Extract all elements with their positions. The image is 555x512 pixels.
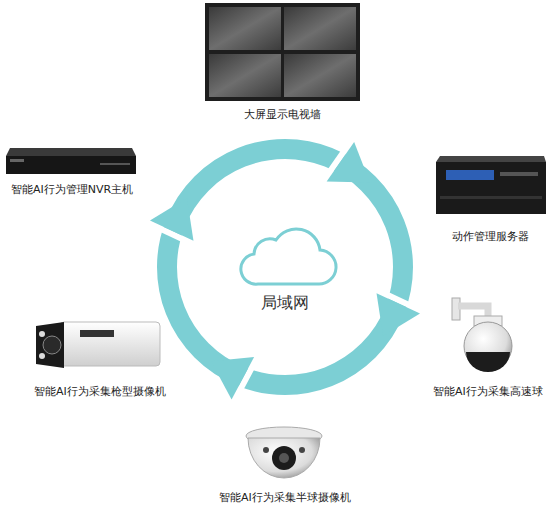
bullet-camera <box>36 322 160 368</box>
node-label: 动作管理服务器 <box>452 230 529 244</box>
device-node: 智能AI行为采集高速球 <box>433 385 543 399</box>
node-label: 智能AI行为采集枪型摄像机 <box>34 385 166 399</box>
device-node: 大屏显示电视墙 <box>244 108 321 122</box>
dome-camera <box>246 427 322 478</box>
device-node: 智能AI行为采集半球摄像机 <box>219 491 351 505</box>
device-node: 动作管理服务器 <box>452 230 529 244</box>
speed-dome-camera <box>452 298 512 372</box>
node-label: 智能AI行为采集半球摄像机 <box>219 491 351 505</box>
node-label: 大屏显示电视墙 <box>244 108 321 122</box>
device-node: 智能AI行为管理NVR主机 <box>11 183 133 197</box>
node-label: 智能AI行为采集高速球 <box>433 385 543 399</box>
node-label: 智能AI行为管理NVR主机 <box>11 183 133 197</box>
network-label-node: 局域网 <box>261 293 309 313</box>
lan-ring <box>147 138 424 403</box>
cloud-outline <box>241 229 336 284</box>
video-wall <box>205 3 360 101</box>
nvr-device <box>6 148 136 174</box>
device-node: 智能AI行为采集枪型摄像机 <box>34 385 166 399</box>
server-device <box>436 156 546 214</box>
node-label: 局域网 <box>261 293 309 313</box>
